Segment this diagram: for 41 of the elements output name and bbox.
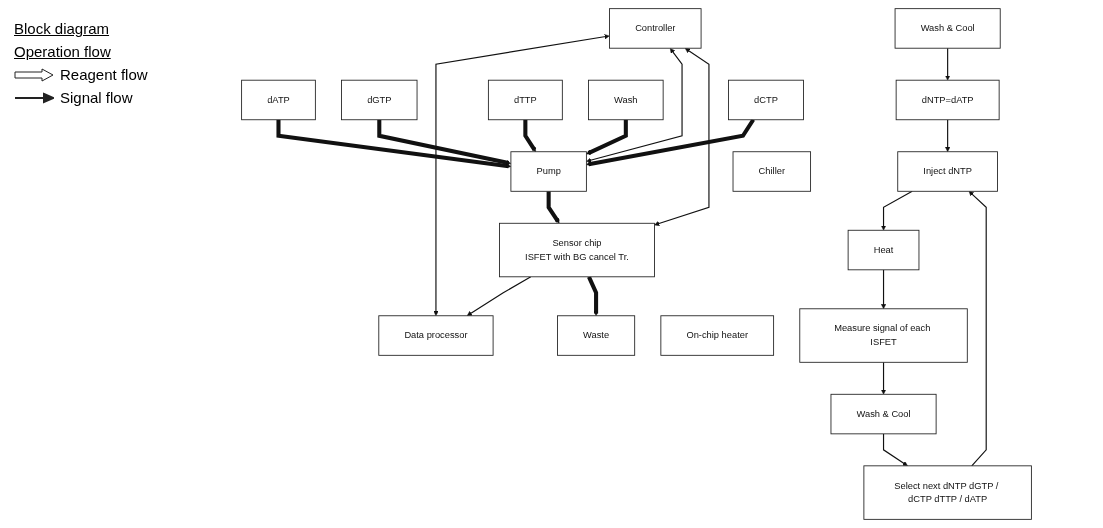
node-box: On-chip heater [660, 315, 775, 356]
caption-text: Block diagram [14, 20, 111, 37]
arrow [586, 119, 628, 155]
arrow [881, 269, 887, 309]
arrow [523, 119, 537, 152]
node-box: Measure signal of each ISFET [799, 308, 968, 363]
arrow [882, 433, 908, 467]
arrow [466, 276, 532, 316]
node-box: Wash & Cool [830, 393, 937, 435]
node-box: Waste [557, 315, 636, 356]
arrow [881, 361, 887, 395]
arrow [968, 191, 987, 467]
legend-text: Signal flow [60, 89, 133, 106]
arrow [654, 48, 710, 226]
caption-text: Operation flow [14, 43, 112, 60]
node-box: Wash & Cool [894, 8, 1001, 49]
node-box: Select next dNTP dGTP / dCTP dTTP / dATP [863, 465, 1032, 520]
node-box: Sensor chip ISFET with BG cancel Tr. [499, 222, 655, 278]
arrow [433, 34, 610, 316]
node-box: Heat [847, 229, 920, 271]
arrow [586, 118, 755, 167]
arrow [276, 119, 512, 169]
node-box: Data processor [378, 315, 494, 356]
arrow [377, 119, 512, 166]
arrow [881, 190, 913, 231]
node-box: Chiller [732, 151, 811, 192]
node-box: Controller [609, 8, 702, 49]
arrow [945, 119, 951, 152]
node-box: dCTP [728, 79, 804, 121]
arrow [587, 275, 599, 316]
arrow [945, 47, 951, 81]
node-box: dATP [241, 79, 316, 121]
node-box: dTTP [487, 79, 563, 121]
node-box: dGTP [341, 79, 418, 121]
arrow [546, 191, 560, 224]
node-box: Wash [588, 79, 664, 121]
node-box: Inject dNTP [897, 151, 998, 192]
arrow [586, 48, 683, 163]
node-box: dNTP=dATP [895, 79, 1000, 121]
legend-text: Reagent flow [60, 66, 148, 83]
node-box: Pump [510, 151, 587, 192]
